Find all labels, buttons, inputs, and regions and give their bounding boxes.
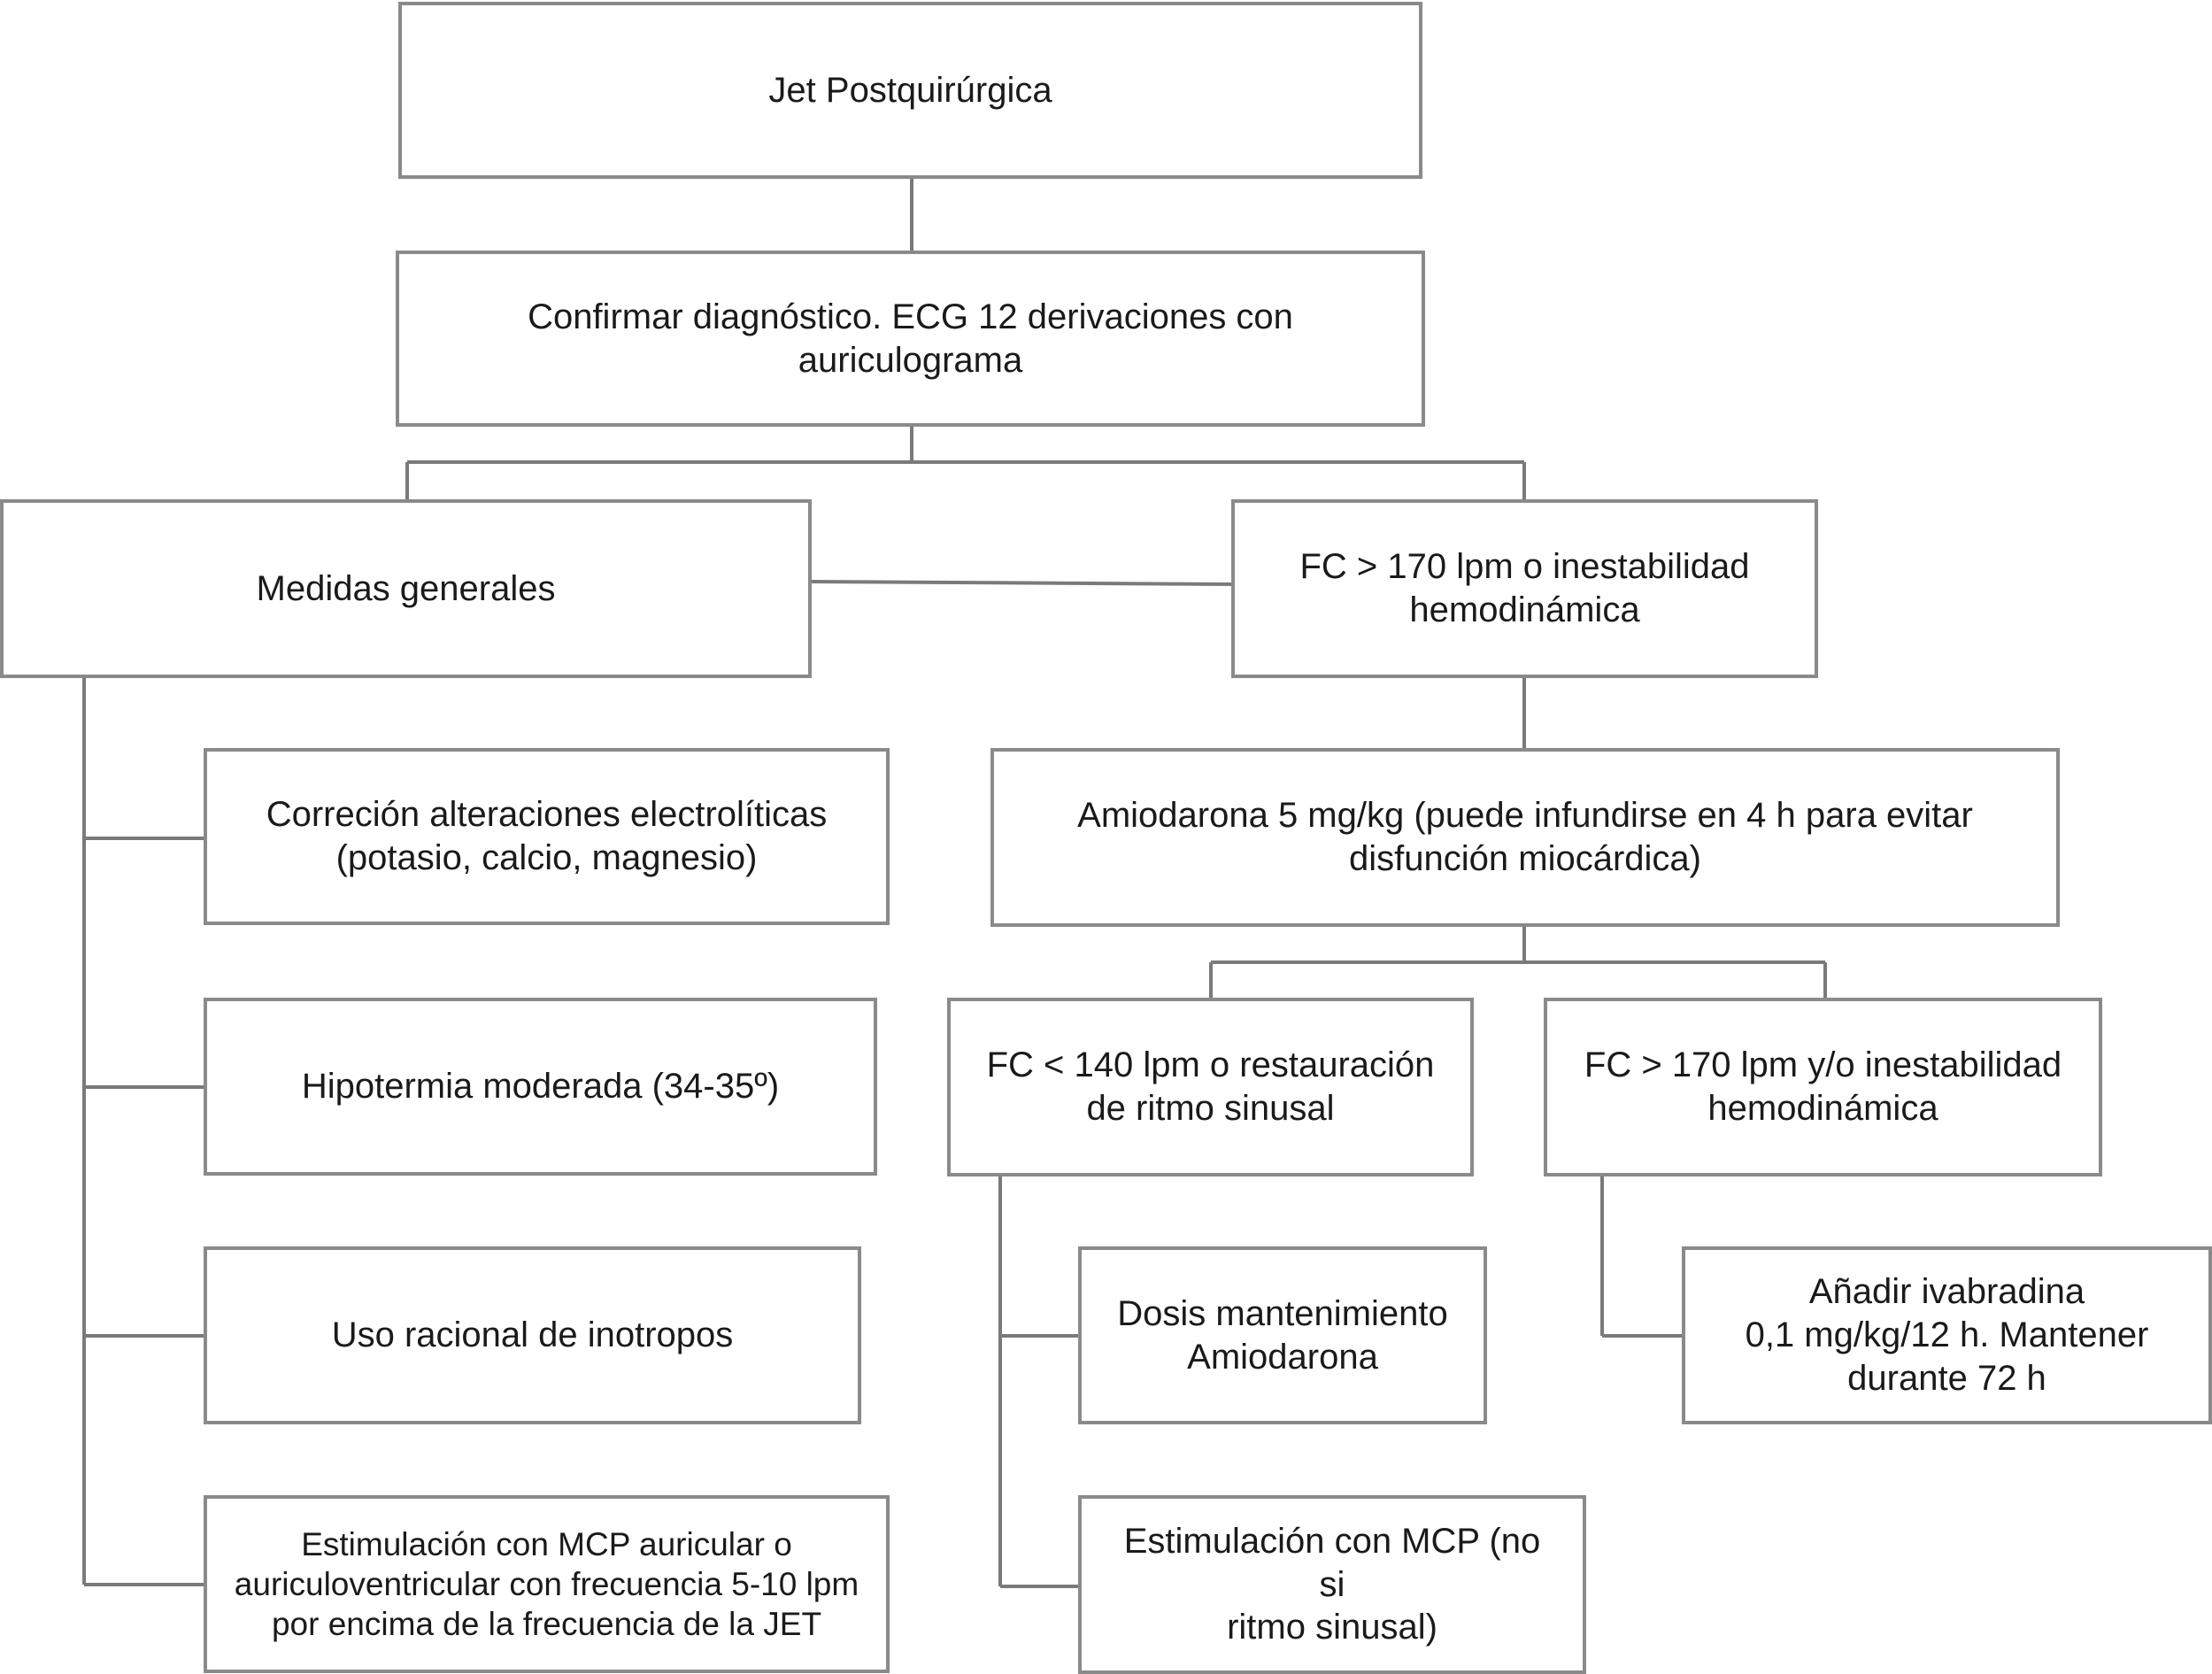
box-estimulacion-mcp: Estimulación con MCP (no si ritmo sinusa… [1078, 1495, 1586, 1674]
box-uso-inotropos: Uso racional de inotropos [204, 1246, 861, 1424]
box-label: Confirmar diagnóstico. ECG 12 derivacion… [528, 297, 1293, 380]
box-label: FC > 170 lpm y/o inestabilidad hemodinám… [1584, 1045, 2062, 1128]
box-label: Hipotermia moderada (34-35º) [301, 1067, 780, 1107]
box-fc-mayor-170: FC > 170 lpm o inestabilidad hemodinámic… [1231, 499, 1818, 678]
box-estimulacion-mcp-auricular: Estimulación con MCP auricular o auricul… [204, 1495, 890, 1673]
box-label: Medidas generales [256, 568, 556, 608]
box-confirmar-diagnostico: Confirmar diagnóstico. ECG 12 derivacion… [396, 251, 1425, 427]
box-label: Amiodarona 5 mg/kg (puede infundirse en … [1077, 796, 1973, 878]
box-anadir-ivabradina: Añadir ivabradina 0,1 mg/kg/12 h. Manten… [1682, 1246, 2212, 1424]
box-correcion-electroliticas: Correción alteraciones electrolíticas (p… [204, 748, 890, 925]
box-label: FC > 170 lpm o inestabilidad hemodinámic… [1299, 547, 1750, 629]
box-hipotermia-moderada: Hipotermia moderada (34-35º) [204, 998, 877, 1176]
box-label: Correción alteraciones electrolíticas (p… [266, 795, 828, 877]
box-medidas-generales: Medidas generales [0, 499, 812, 678]
box-fc-mayor-170-inestabilidad: FC > 170 lpm y/o inestabilidad hemodinám… [1544, 998, 2102, 1176]
connector-general-fc-high [809, 580, 1234, 586]
box-dosis-mantenimiento: Dosis mantenimiento Amiodarona [1078, 1246, 1487, 1424]
box-label: Estimulación con MCP (no si ritmo sinusa… [1123, 1521, 1541, 1647]
box-jet-postquirurgica: Jet Postquirúrgica [398, 2, 1422, 179]
box-fc-menor-140: FC < 140 lpm o restauración de ritmo sin… [947, 998, 1474, 1176]
box-label: Estimulación con MCP auricular o auricul… [234, 1525, 859, 1643]
box-label: Uso racional de inotropos [331, 1315, 734, 1355]
box-label: Dosis mantenimiento Amiodarona [1117, 1293, 1448, 1377]
box-label: FC < 140 lpm o restauración de ritmo sin… [986, 1045, 1435, 1128]
box-amiodarona: Amiodarona 5 mg/kg (puede infundirse en … [990, 748, 2060, 927]
box-label: Añadir ivabradina 0,1 mg/kg/12 h. Manten… [1745, 1272, 2149, 1398]
box-label: Jet Postquirúrgica [768, 70, 1052, 110]
